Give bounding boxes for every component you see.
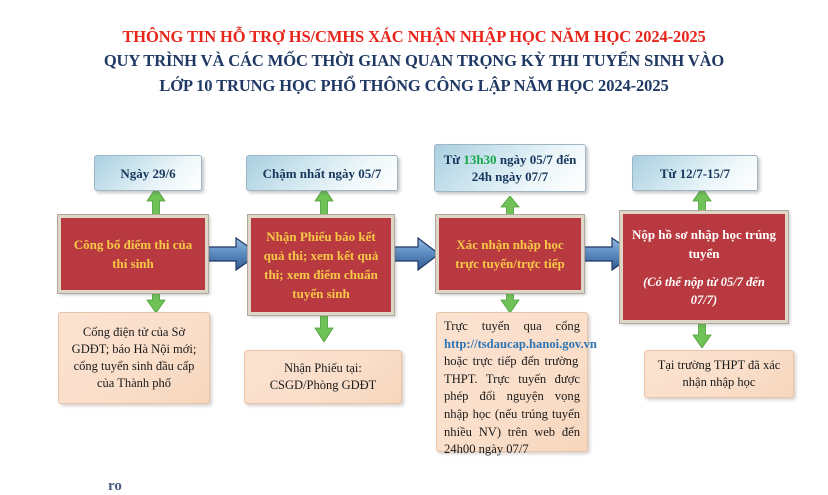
green-arrow-down-step-4 [692,320,712,348]
title-line-red: THÔNG TIN HỖ TRỢ HS/CMHS XÁC NHẬN NHẬP H… [122,27,706,46]
green-arrow-up-step-2 [314,188,334,220]
process-label-step-2: Nhận Phiếu báo kết quả thi; xem kết quả … [263,229,379,301]
date-label-step-3: Từ 13h30 ngày 05/7 đến 24h ngày 07/7 [441,151,579,185]
date-box-step-2: Chậm nhất ngày 05/7 [246,155,398,191]
date-box-step-1: Ngày 29/6 [94,155,202,191]
date-highlight-step-3: 13h30 [463,152,497,167]
green-arrow-up-step-1 [146,188,166,220]
green-arrow-up-step-4 [692,188,712,220]
note-text-part1-step-3: Trực tuyến qua cổng [444,319,580,333]
process-box-step-1: Công bố điểm thi của thí sinh [57,214,209,294]
green-arrow-up-step-3 [500,196,520,222]
note-box-step-2: Nhận Phiếu tại: CSGD/Phòng GDĐT [244,350,402,404]
process-box-step-4: Nộp hồ sơ nhập học trúng tuyển (Có thể n… [619,210,789,324]
process-label-step-3: Xác nhận nhập học trực tuyến/trực tiếp [455,237,565,271]
process-label-step-4: Nộp hồ sơ nhập học trúng tuyển [631,227,777,261]
note-label-step-2: Nhận Phiếu tại: CSGD/Phòng GDĐT [269,361,377,392]
note-box-step-3: Trực tuyến qua cổng http://tsdaucap.hano… [436,312,597,456]
note-box-step-4: Tại trường THPT đã xác nhận nhập học [644,350,794,398]
date-label-step-2: Chậm nhất ngày 05/7 [262,165,382,181]
date-box-step-3: Từ 13h30 ngày 05/7 đến 24h ngày 07/7 [434,144,586,192]
title-line-navy-1: QUY TRÌNH VÀ CÁC MỐC THỜI GIAN QUAN TRỌN… [103,51,725,70]
note-text-part2-step-3: hoặc trực tiếp đến trường THPT. Trực tuy… [444,354,580,457]
note-label-step-1: Cổng điện tử của Sở GDĐT; báo Hà Nội mới… [71,325,197,390]
footer-cutoff-text: ro [108,478,122,492]
note-box-step-1: Cổng điện tử của Sở GDĐT; báo Hà Nội mới… [58,312,210,404]
date-prefix-step-3: Từ [443,152,464,167]
date-label-step-1: Ngày 29/6 [120,165,176,181]
note-link-step-3[interactable]: http://tsdaucap.hanoi.gov.vn [444,336,597,351]
process-sublabel-step-4: (Có thể nộp từ 05/7 đến 07/7) [643,275,765,307]
date-label-step-4: Từ 12/7-15/7 [659,165,731,181]
process-label-step-1: Công bố điểm thi của thí sinh [73,237,193,271]
title-line-navy-2: LỚP 10 TRUNG HỌC PHỔ THÔNG CÔNG LẬP NĂM … [159,76,669,95]
date-box-step-4: Từ 12/7-15/7 [632,155,758,191]
note-label-step-4: Tại trường THPT đã xác nhận nhập học [657,358,781,389]
date-suffix-step-3: ngày 05/7 đến 24h ngày 07/7 [471,152,577,184]
process-box-step-2: Nhận Phiếu báo kết quả thi; xem kết quả … [247,214,395,316]
page-title: THÔNG TIN HỖ TRỢ HS/CMHS XÁC NHẬN NHẬP H… [0,26,828,98]
blue-arrow-step-2-to-3 [390,237,440,271]
process-box-step-3: Xác nhận nhập học trực tuyến/trực tiếp [435,214,585,294]
